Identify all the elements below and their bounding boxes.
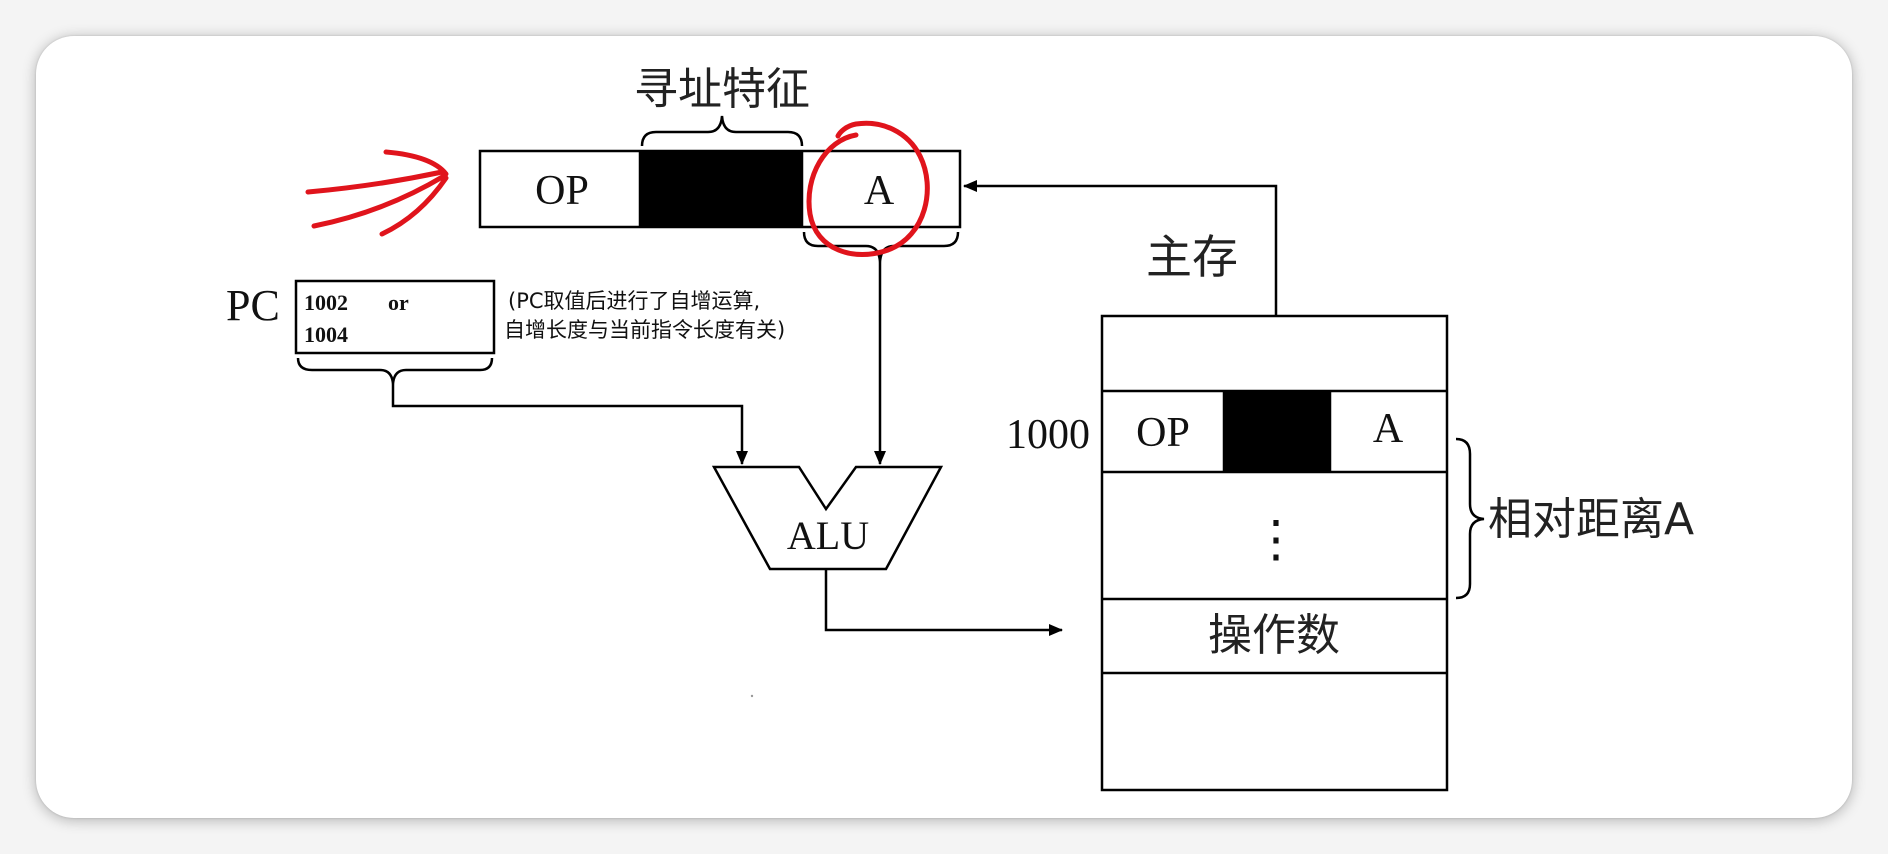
alu-unit: ALU	[711, 465, 944, 571]
alu-shape	[711, 465, 944, 571]
addressing-feature-block	[640, 151, 802, 227]
instruction-register: OP A 寻址特征	[478, 64, 962, 263]
instruction-op-label: OP	[535, 168, 589, 214]
red-circle-icon	[806, 120, 930, 257]
pc-to-alu-arrow	[391, 384, 748, 465]
pc-or-label: or	[388, 290, 409, 315]
pc-value-1002: 1002	[304, 290, 348, 315]
memory-feature-block	[1224, 391, 1330, 472]
pc-label: PC	[226, 281, 280, 330]
relative-distance-label: 相对距离A	[1488, 494, 1694, 545]
operand-label: 操作数	[1208, 610, 1340, 661]
pc-note: (PC取值后进行了自增运算, 自增长度与当前指令长度有关)	[504, 289, 785, 342]
pc-brace	[296, 357, 494, 385]
memory-dots: ⋮	[1251, 511, 1301, 567]
note-line-2: 自增长度与当前指令长度有关)	[504, 318, 785, 342]
memory-a-label: A	[1373, 406, 1404, 452]
speck	[750, 694, 754, 698]
pc-register: PC 1002 or 1004	[226, 279, 496, 385]
memory-title: 主存	[1146, 230, 1238, 284]
red-hand-arrow-icon	[305, 149, 449, 237]
main-memory: 主存 OP A 1000 ⋮ 操作数 相对距离A	[1006, 230, 1694, 792]
red-annotation	[305, 120, 930, 257]
relative-addressing-diagram: OP A 寻址特征 PC 1002 or 1004 (PC取值后进行了自增运算,…	[226, 64, 1694, 792]
diagram-card: OP A 寻址特征 PC 1002 or 1004 (PC取值后进行了自增运算,…	[36, 36, 1852, 818]
alu-to-operand-arrow	[824, 569, 1063, 636]
feature-brace	[640, 115, 804, 147]
relative-distance-brace	[1455, 437, 1485, 600]
memory-address-1000: 1000	[1006, 412, 1090, 458]
instruction-a-label: A	[864, 168, 895, 214]
addressing-feature-label: 寻址特征	[634, 64, 810, 115]
pc-box	[294, 279, 496, 355]
memory-op-label: OP	[1136, 410, 1190, 456]
a-field-brace	[802, 231, 960, 263]
note-line-1: (PC取值后进行了自增运算,	[508, 289, 760, 313]
alu-label: ALU	[787, 513, 869, 558]
pc-value-1004: 1004	[304, 322, 348, 347]
